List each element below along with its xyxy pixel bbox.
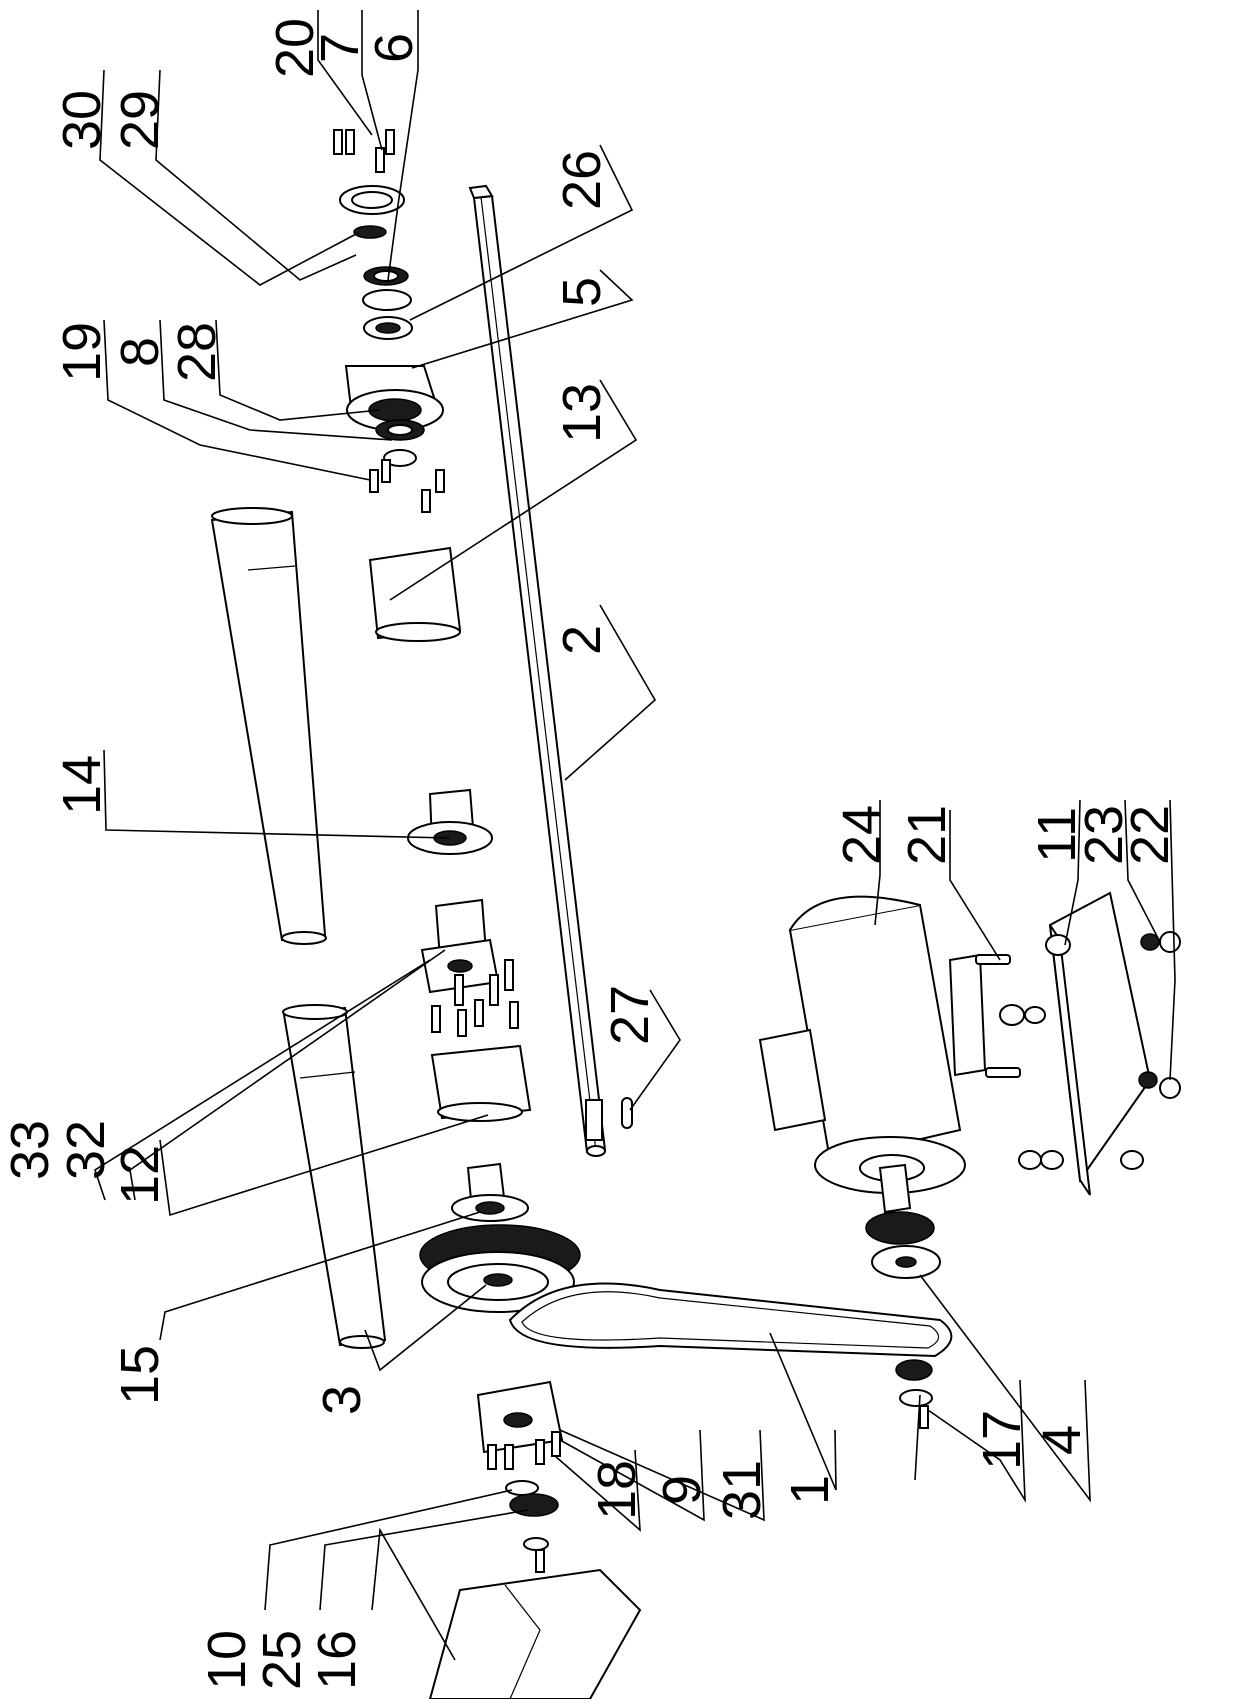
part-bolt-21b [985, 1067, 1021, 1078]
callout-25: 25 [252, 1630, 312, 1690]
leader-30 [99, 69, 359, 286]
leader-33 [94, 959, 431, 1201]
callout-24: 24 [832, 805, 892, 865]
callout-1: 1 [780, 1475, 840, 1505]
callout-14: 14 [52, 755, 112, 815]
leader-18 [554, 1449, 641, 1532]
leader-31 [559, 1429, 765, 1522]
leader-6 [387, 10, 419, 281]
leader-lines [94, 10, 1176, 1661]
part-belt-guard [428, 1568, 642, 1699]
leader-2 [564, 604, 657, 781]
callout-3: 3 [312, 1385, 372, 1415]
leader-14 [103, 749, 451, 839]
leader-3 [364, 1284, 487, 1372]
callout-17: 17 [972, 1410, 1032, 1470]
callout-26: 26 [552, 150, 612, 210]
leader-1 [769, 1332, 837, 1491]
part-flange-15 [451, 1162, 529, 1222]
part-upper-cone [210, 507, 327, 945]
callout-6: 6 [364, 33, 424, 63]
part-bolt-21 [975, 954, 1011, 965]
parts-layer [210, 129, 1181, 1699]
leader-28 [215, 319, 381, 421]
leader-21 [949, 810, 1001, 961]
part-lower-cone [282, 1004, 387, 1349]
callout-28: 28 [167, 322, 227, 382]
leader-22 [1169, 799, 1176, 1081]
callout-27: 27 [600, 985, 660, 1045]
part-large-pulley [419, 1224, 581, 1313]
leader-11 [1064, 799, 1081, 946]
callout-15: 15 [110, 1345, 170, 1405]
callout-10: 10 [197, 1630, 257, 1690]
leader-24 [874, 800, 881, 926]
callout-30: 30 [52, 90, 112, 150]
part-main-shaft [468, 184, 607, 1157]
callout-32: 32 [56, 1120, 116, 1180]
leader-9 [559, 1429, 705, 1522]
part-hub-32-33 [420, 898, 519, 1037]
leader-7 [361, 10, 383, 151]
callout-16: 16 [307, 1630, 367, 1690]
leader-1-small [914, 1394, 921, 1481]
part-key [621, 1097, 633, 1129]
callout-4: 4 [1032, 1425, 1092, 1455]
callout-18: 18 [587, 1460, 647, 1520]
leader-32 [129, 949, 446, 1201]
leader-26 [409, 144, 634, 321]
callout-labels: 30 29 20 7 6 26 5 19 8 28 13 2 14 24 21 … [0, 18, 1180, 1690]
part-upper-bearing-assembly [333, 129, 445, 513]
leader-23 [1124, 799, 1161, 943]
part-small-bearing-10 [505, 1480, 559, 1573]
callout-5: 5 [552, 277, 612, 307]
callout-21: 21 [897, 805, 957, 865]
leader-4 [919, 1274, 1091, 1503]
leader-13 [389, 379, 638, 601]
leader-12 [159, 1114, 489, 1217]
leader-20 [317, 10, 373, 136]
callout-12: 12 [110, 1145, 170, 1205]
callout-20: 20 [265, 18, 325, 78]
leader-17 [927, 1379, 1026, 1503]
callout-8: 8 [110, 337, 170, 367]
part-belt [508, 1282, 953, 1358]
callout-19: 19 [52, 322, 112, 382]
leader-15 [159, 1211, 481, 1341]
part-small-pulley [865, 1211, 941, 1279]
leader-8 [159, 319, 393, 441]
leader-19 [103, 319, 371, 481]
part-sleeve-13 [368, 546, 462, 642]
leader-25 [319, 1509, 529, 1611]
callout-9: 9 [652, 1475, 712, 1505]
callout-23: 23 [1074, 805, 1134, 865]
leader-29 [155, 69, 357, 281]
leader-16 [371, 1527, 456, 1661]
part-base-plate [999, 891, 1181, 1196]
part-flange-14 [407, 788, 493, 855]
callout-11: 11 [1027, 807, 1087, 863]
part-sleeve-12 [430, 1044, 532, 1122]
leader-5 [411, 269, 634, 369]
callout-22: 22 [1120, 805, 1180, 865]
callout-33: 33 [0, 1120, 60, 1180]
part-bearing-holder-31 [476, 1380, 564, 1470]
callout-13: 13 [552, 383, 612, 443]
callout-2: 2 [552, 625, 612, 655]
part-collar-17 [895, 1359, 933, 1429]
callout-29: 29 [110, 90, 170, 150]
leader-10 [264, 1489, 513, 1611]
callout-7: 7 [310, 33, 370, 63]
part-motor [758, 895, 987, 1214]
callout-31: 31 [712, 1460, 772, 1520]
leader-27 [629, 989, 681, 1111]
